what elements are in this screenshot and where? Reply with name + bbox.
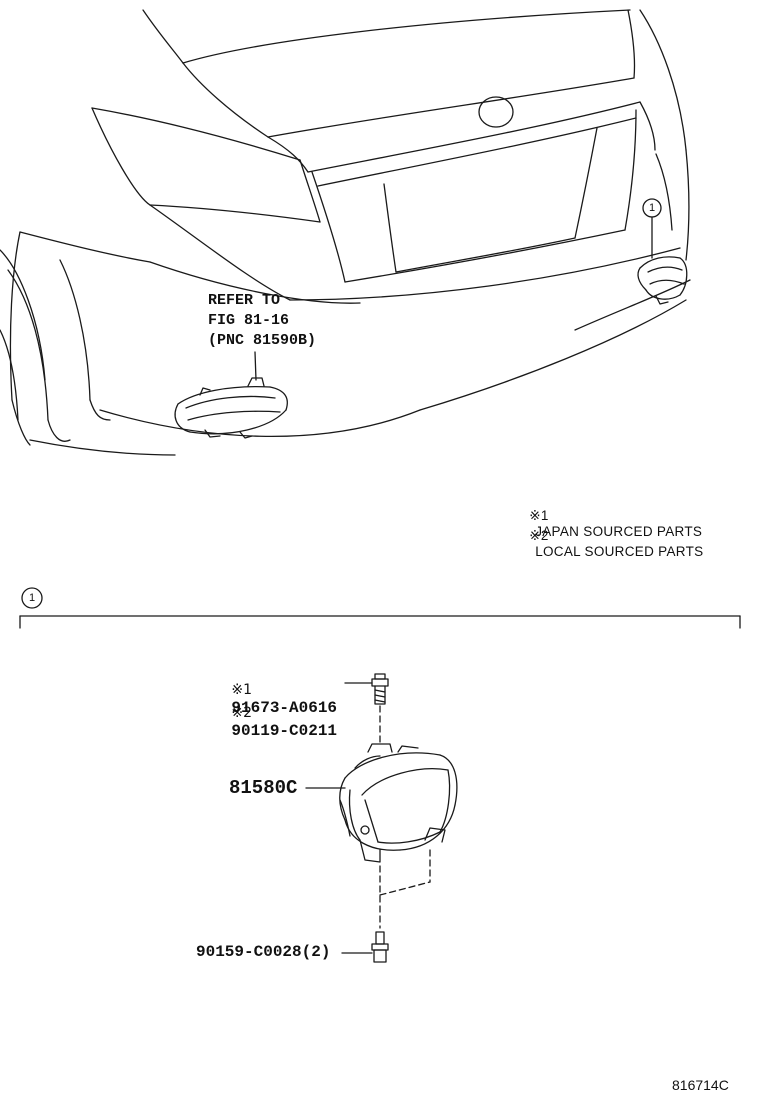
part-number-91673: 91673-A0616: [231, 699, 338, 717]
illustration-id: 816714C: [672, 1077, 729, 1093]
part-number-90119: 90119-C0211: [231, 722, 338, 740]
part-label-fog-lamp[interactable]: 81580C: [229, 777, 298, 799]
legend-mark: ※2: [529, 528, 549, 543]
part-mark: ※1: [231, 682, 253, 698]
fog-lamp-assembly-drawing: [305, 743, 458, 863]
bracket-callout-number: 1: [28, 592, 36, 604]
exploded-view-bracket: [19, 587, 741, 629]
refer-note-line2: FIG 81-16: [208, 312, 290, 329]
top-bolt-drawing: [344, 673, 389, 746]
legend-text: LOCAL SOURCED PARTS: [535, 544, 704, 559]
part-label-bolt-local[interactable]: ※2 90119-C0211: [193, 686, 337, 758]
bottom-bolt-drawing: [341, 849, 431, 963]
refer-note-line1: REFER TO: [208, 292, 281, 309]
car-callout-marker: [642, 198, 662, 259]
part-label-bolt-bottom[interactable]: 90159-C0028(2): [196, 943, 331, 961]
legend-mark: ※1: [529, 508, 549, 523]
part-label-bolt-japan[interactable]: ※1 91673-A0616: [193, 663, 337, 735]
legend-text: JAPAN SOURCED PARTS: [535, 524, 703, 539]
car-rear-illustration: [0, 9, 691, 456]
refer-leader-line: [254, 351, 257, 381]
part-mark: ※2: [231, 705, 253, 721]
legend-item-japan: ※1 JAPAN SOURCED PARTS: [513, 493, 702, 554]
refer-note-line3: (PNC 81590B): [208, 332, 317, 349]
legend-item-local: ※2 LOCAL SOURCED PARTS: [513, 513, 703, 574]
car-callout-number: 1: [648, 202, 656, 214]
